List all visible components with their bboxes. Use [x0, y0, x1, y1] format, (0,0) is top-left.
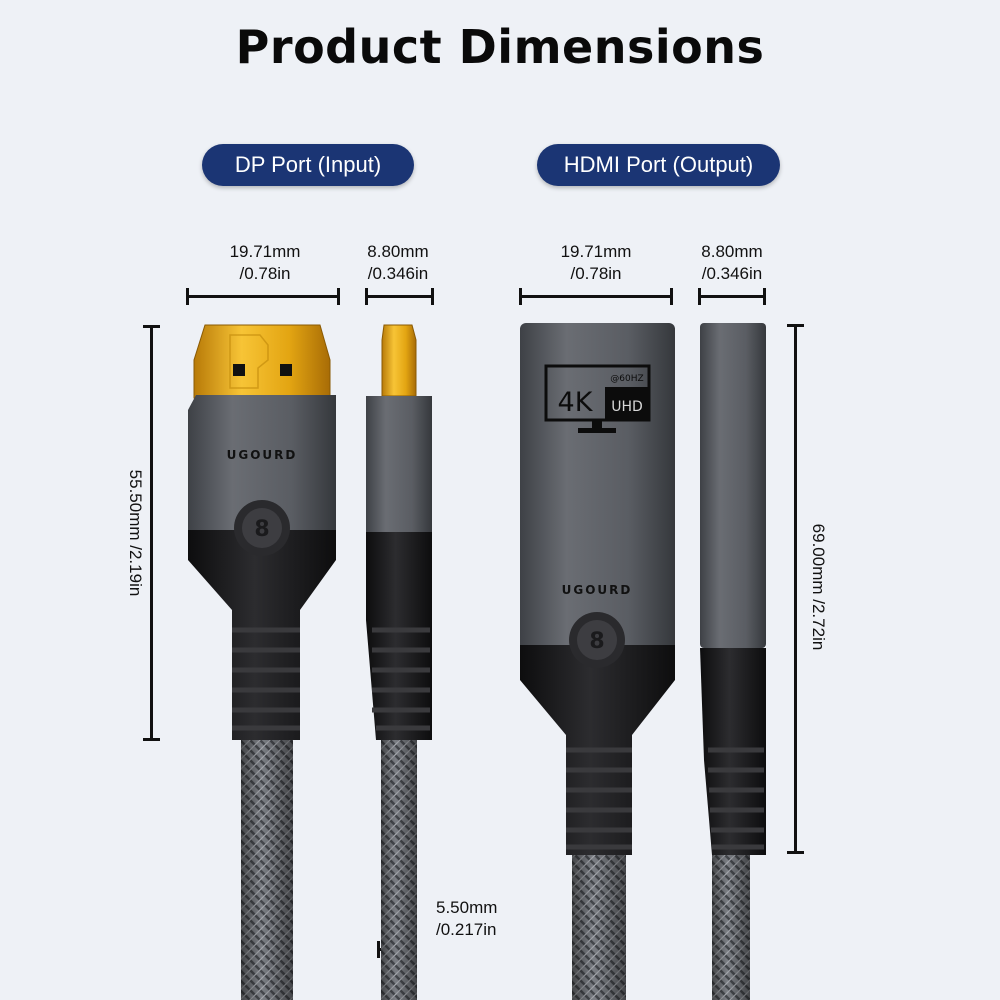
hdmi-width-mm: 19.71mm	[560, 242, 632, 261]
hdmi-length-bar	[787, 324, 804, 854]
svg-text:8: 8	[254, 517, 269, 542]
badge-quality: UHD	[611, 399, 643, 415]
cable-dimension: 5.50mm /0.217in	[436, 897, 546, 941]
dp-width-in: /0.78in	[239, 264, 291, 283]
dp-depth-dimension: 8.80mm /0.346in	[348, 241, 448, 285]
svg-text:8: 8	[589, 629, 604, 654]
cable-mm: 5.50mm	[436, 898, 498, 917]
badge-resolution: 4K	[558, 387, 594, 418]
hdmi-brand-text: UGOURD	[562, 583, 633, 597]
hdmi-connector-front: 8 UGOURD 4K @60HZ UHD	[520, 323, 675, 1000]
dp-brand-text: UGOURD	[227, 448, 298, 462]
dp-depth-mm: 8.80mm	[367, 242, 429, 261]
hdmi-width-bar	[519, 288, 673, 305]
dp-width-mm: 19.71mm	[229, 242, 301, 261]
4k-uhd-badge: 4K @60HZ UHD	[544, 364, 651, 433]
hdmi-depth-in: /0.346in	[701, 264, 763, 283]
dp-depth-in: /0.346in	[367, 264, 429, 283]
dp-width-dimension: 19.71mm /0.78in	[190, 241, 340, 285]
hdmi-connector-side	[700, 323, 766, 1000]
badge-refresh: @60HZ	[610, 374, 643, 384]
hdmi-depth-bar	[698, 288, 766, 305]
hdmi-width-in: /0.78in	[570, 264, 622, 283]
hdmi-width-dimension: 19.71mm /0.78in	[521, 241, 671, 285]
dp-port-label: DP Port (Input)	[202, 144, 414, 186]
dp-connector-front: 8 UGOURD	[188, 324, 336, 1000]
hdmi-port-label: HDMI Port (Output)	[537, 144, 780, 186]
hdmi-depth-dimension: 8.80mm /0.346in	[682, 241, 782, 285]
page-title: Product Dimensions	[235, 20, 765, 74]
dp-depth-bar	[365, 288, 434, 305]
dp-length-bar	[143, 325, 160, 741]
dp-width-bar	[186, 288, 340, 305]
dp-connector-side	[366, 324, 432, 1000]
cable-in: /0.217in	[436, 920, 497, 939]
hdmi-depth-mm: 8.80mm	[701, 242, 763, 261]
